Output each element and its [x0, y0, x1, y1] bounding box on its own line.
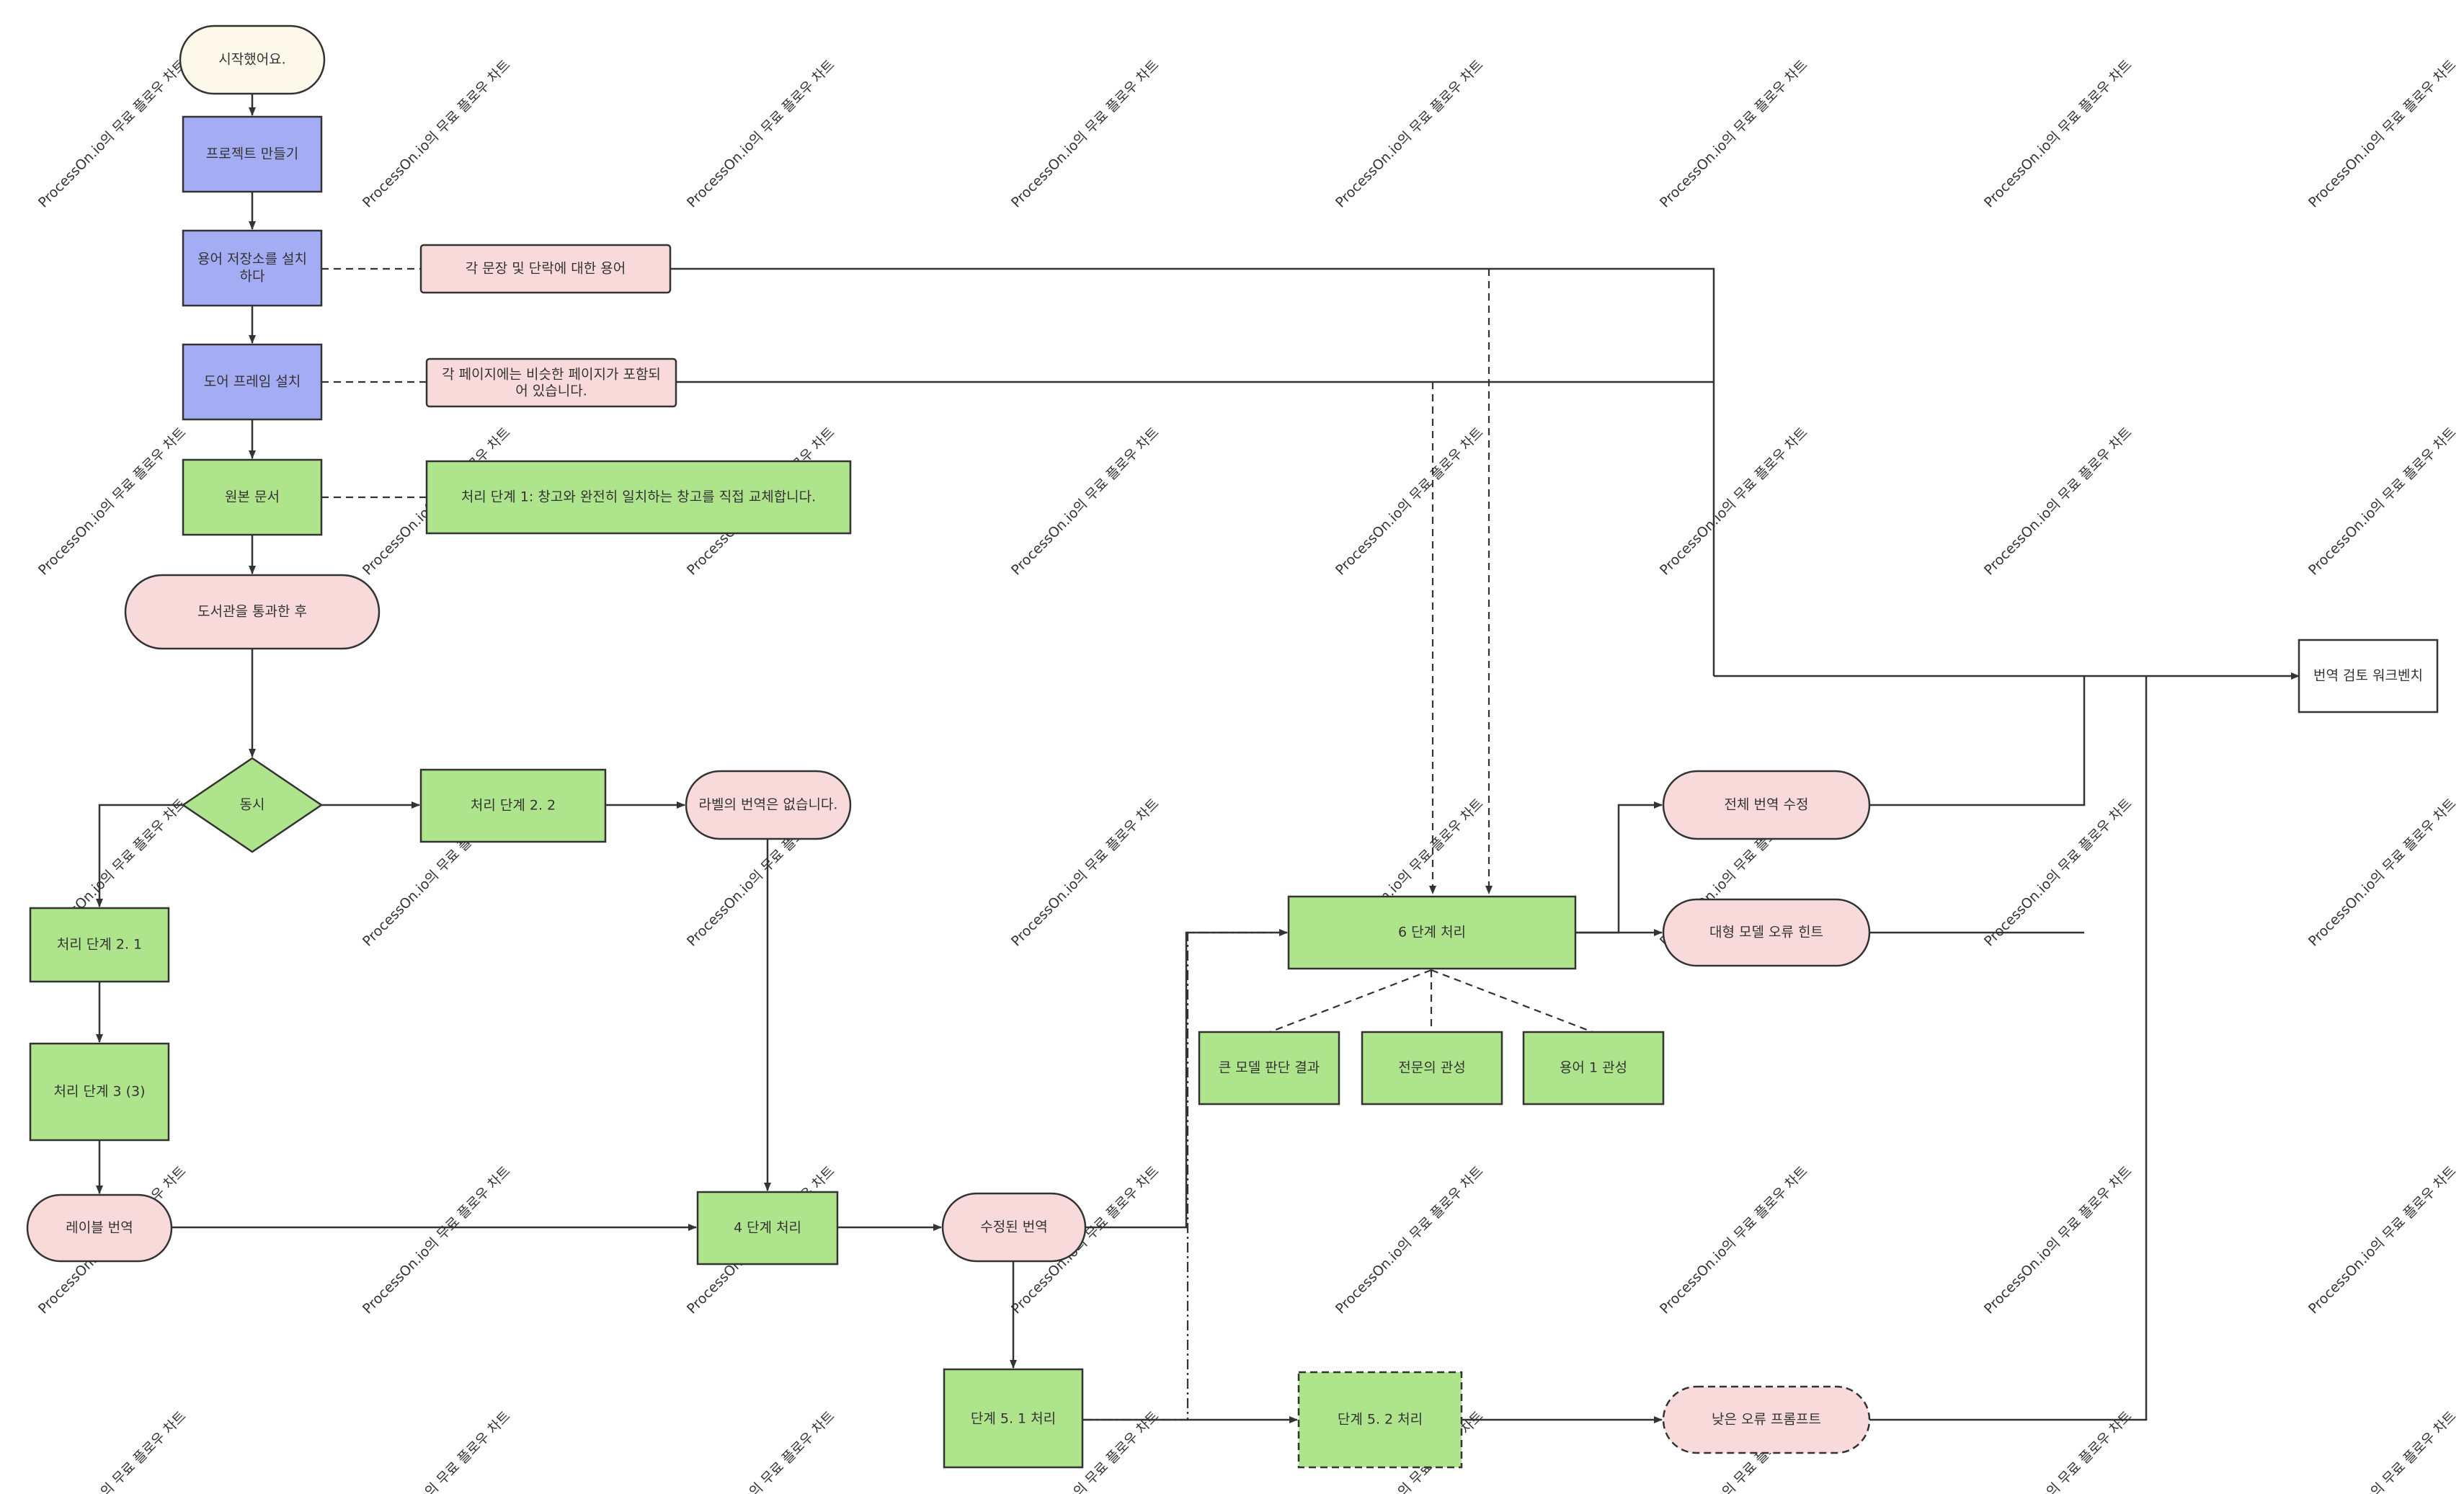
dash-step6-to-term	[1431, 969, 1593, 1033]
line-fullfix-to-workbench	[1869, 676, 2086, 806]
node-no-label-translation[interactable]: 라벨의 번역은 없습니다.	[685, 770, 852, 840]
node-create-project[interactable]: 프로젝트 만들기	[182, 115, 323, 193]
watermark-text: ProcessOn.io의 무료 플로우 차트	[2305, 1408, 2460, 1494]
node-start[interactable]: 시작했어요.	[179, 25, 326, 95]
node-install-door-frame-label: 도어 프레임 설치	[204, 374, 301, 390]
node-revised-translation-label: 수정된 번역	[980, 1219, 1047, 1235]
node-decision-simultaneous[interactable]: 동시	[181, 757, 324, 853]
watermark-text: ProcessOn.io의 무료 플로우 차트	[2305, 57, 2460, 211]
watermark-text: ProcessOn.io의 무료 플로우 차트	[360, 57, 514, 211]
node-original-doc[interactable]: 원본 문서	[182, 458, 323, 536]
watermark-text: ProcessOn.io의 무료 플로우 차트	[2305, 424, 2460, 579]
note-step-1-label: 처리 단계 1: 창고와 완전히 일치하는 창고를 직접 교체합니다.	[461, 489, 816, 505]
note-term-per-sentence-label: 각 문장 및 단락에 대한 용어	[466, 261, 626, 277]
watermark-text: ProcessOn.io의 무료 플로우 차트	[1008, 796, 1162, 950]
dashed-connectors	[321, 267, 1593, 1033]
node-step-5-1-label: 단계 5. 1 처리	[971, 1411, 1056, 1427]
node-revised-translation[interactable]: 수정된 번역	[941, 1192, 1087, 1263]
node-full-translation-fix-label: 전체 번역 수정	[1725, 797, 1809, 813]
node-review-workbench[interactable]: 번역 검토 워크벤치	[2298, 639, 2439, 713]
watermark-text: ProcessOn.io의 무료 플로우 차트	[1981, 796, 2135, 950]
dash-step6-to-result	[1269, 969, 1432, 1033]
watermark-text: ProcessOn.io의 무료 플로우 차트	[1008, 57, 1162, 211]
line-lowerror-to-workbench	[1869, 676, 2148, 1421]
node-after-library-label: 도서관을 통과한 후	[197, 604, 307, 620]
watermark-text: ProcessOn.io의 무료 플로우 차트	[1981, 57, 2135, 211]
node-create-project-label: 프로젝트 만들기	[206, 146, 298, 162]
node-install-term-store-line1: 용어 저장소를 설치	[197, 252, 307, 267]
watermark-text: ProcessOn.io의 무료 플로우 차트	[2305, 796, 2460, 950]
watermark-text: ProcessOn.io의 무료 플로우 차트	[1657, 1163, 1811, 1317]
node-full-translation-fix[interactable]: 전체 번역 수정	[1662, 770, 1871, 840]
node-install-term-store[interactable]: 용어 저장소를 설치 하다	[182, 229, 323, 307]
note-term-per-sentence[interactable]: 각 문장 및 단락에 대한 용어	[419, 244, 672, 294]
watermark-text: ProcessOn.io의 무료 플로우 차트	[1981, 424, 2135, 579]
node-step-4-label: 4 단계 처리	[734, 1220, 801, 1236]
node-step-2-1-label: 처리 단계 2. 1	[57, 937, 142, 953]
node-term-consistency-label: 용어 1 관성	[1560, 1060, 1627, 1076]
watermark-text: ProcessOn.io의 무료 플로우 차트	[1333, 424, 1487, 579]
note-similar-pages[interactable]: 각 페이지에는 비슷한 페이지가 포함되 어 있습니다.	[425, 357, 677, 408]
watermark-text: ProcessOn.io의 무료 플로우 차트	[1981, 1408, 2135, 1494]
node-step-4[interactable]: 4 단계 처리	[696, 1191, 839, 1266]
node-term-consistency[interactable]: 용어 1 관성	[1522, 1031, 1665, 1106]
watermark-text: ProcessOn.io의 무료 플로우 차트	[35, 424, 190, 579]
line-note1-to-workbench	[670, 267, 1715, 676]
node-large-model-error-hint[interactable]: 대형 모델 오류 힌트	[1662, 898, 1871, 967]
node-step-5-2[interactable]: 단계 5. 2 처리	[1297, 1371, 1463, 1469]
note-similar-pages-line1: 각 페이지에는 비슷한 페이지가 포함되	[442, 367, 661, 383]
watermark-text: ProcessOn.io의 무료 플로우 차트	[360, 1163, 514, 1317]
node-no-label-translation-label: 라벨의 번역은 없습니다.	[699, 797, 838, 813]
node-step-5-1[interactable]: 단계 5. 1 처리	[943, 1368, 1084, 1469]
watermark-text: ProcessOn.io의 무료 플로우 차트	[1008, 424, 1162, 579]
node-step-2-2-label: 처리 단계 2. 2	[471, 798, 556, 814]
connectors	[96, 94, 2300, 1423]
node-step-6[interactable]: 6 단계 처리	[1287, 895, 1577, 970]
node-step-6-label: 6 단계 처리	[1398, 925, 1466, 941]
watermark-text: ProcessOn.io의 무료 플로우 차트	[35, 1408, 190, 1494]
watermark-layer: ProcessOn.io의 무료 플로우 차트 ProcessOn.io의 무료 …	[35, 57, 2460, 1494]
node-step-2-2[interactable]: 처리 단계 2. 2	[419, 768, 607, 843]
watermark-text: ProcessOn.io의 무료 플로우 차트	[684, 1408, 838, 1494]
node-install-door-frame[interactable]: 도어 프레임 설치	[182, 343, 323, 421]
node-low-error-prompt-label: 낮은 오류 프롬프트	[1712, 1412, 1821, 1428]
node-step-3-3[interactable]: 처리 단계 3 (3)	[29, 1042, 170, 1142]
node-large-model-error-hint-label: 대형 모델 오류 힌트	[1709, 925, 1823, 941]
watermark-text: ProcessOn.io의 무료 플로우 차트	[2305, 1163, 2460, 1317]
watermark-text: ProcessOn.io의 무료 플로우 차트	[1333, 1163, 1487, 1317]
node-expert-consistency-label: 전문의 관성	[1398, 1060, 1465, 1076]
node-start-label: 시작했어요.	[218, 52, 285, 68]
node-large-model-result[interactable]: 큰 모델 판단 결과	[1198, 1031, 1340, 1106]
watermark-text: ProcessOn.io의 무료 플로우 차트	[360, 1408, 514, 1494]
watermark-text: ProcessOn.io의 무료 플로우 차트	[1333, 57, 1487, 211]
note-similar-pages-line2: 어 있습니다.	[515, 383, 587, 399]
node-step-2-1[interactable]: 처리 단계 2. 1	[29, 907, 170, 983]
node-label-translation-label: 레이블 번역	[66, 1220, 133, 1236]
dashdot-step51-to-step6	[1082, 929, 1288, 1421]
watermark-text: ProcessOn.io의 무료 플로우 차트	[35, 57, 190, 211]
node-step-3-3-label: 처리 단계 3 (3)	[53, 1084, 145, 1100]
note-step-1[interactable]: 처리 단계 1: 창고와 완전히 일치하는 창고를 직접 교체합니다.	[425, 460, 852, 535]
node-original-doc-label: 원본 문서	[225, 489, 280, 505]
arrow-step6-to-fullfix	[1575, 801, 1663, 934]
node-label-translation[interactable]: 레이블 번역	[26, 1193, 173, 1263]
watermark-text: ProcessOn.io의 무료 플로우 차트	[1981, 1163, 2135, 1317]
node-large-model-result-label: 큰 모델 판단 결과	[1219, 1060, 1320, 1076]
arrow-decision-to-step21	[96, 804, 183, 907]
node-low-error-prompt[interactable]: 낮은 오류 프롬프트	[1662, 1385, 1871, 1454]
node-install-term-store-line2: 하다	[240, 269, 265, 285]
watermark-text: ProcessOn.io의 무료 플로우 차트	[684, 57, 838, 211]
node-decision-label: 동시	[240, 797, 265, 813]
node-after-library[interactable]: 도서관을 통과한 후	[124, 574, 381, 650]
watermark-text: ProcessOn.io의 무료 플로우 차트	[1657, 424, 1811, 579]
node-step-5-2-label: 단계 5. 2 처리	[1338, 1412, 1423, 1428]
node-review-workbench-label: 번역 검토 워크벤치	[2313, 668, 2423, 684]
watermark-text: ProcessOn.io의 무료 플로우 차트	[1657, 57, 1811, 211]
arrow-revised-to-step6	[1085, 929, 1288, 1229]
node-expert-consistency[interactable]: 전문의 관성	[1361, 1031, 1503, 1106]
